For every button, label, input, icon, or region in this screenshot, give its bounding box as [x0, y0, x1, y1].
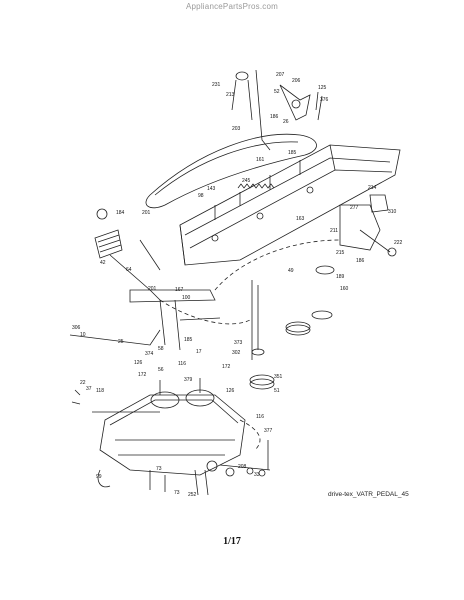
part-label: 214 — [368, 185, 377, 191]
part-label: 116 — [256, 414, 264, 420]
part-label: 125 — [318, 85, 327, 91]
part-label: 37 — [86, 386, 92, 392]
part-label: 160 — [340, 286, 349, 292]
shift-lever-assembly — [231, 69, 323, 151]
site-watermark: AppliancePartsPros.com — [186, 2, 278, 11]
part-label: 310 — [388, 209, 397, 215]
part-label: 211 — [330, 228, 338, 234]
part-label: 33 — [254, 472, 260, 478]
part-label: 231 — [212, 82, 221, 88]
part-label: 373 — [234, 340, 243, 346]
part-label: 58 — [158, 346, 164, 352]
part-label: 172 — [222, 364, 231, 370]
part-label: 189 — [336, 274, 345, 280]
part-label: 203 — [232, 126, 241, 132]
part-label: 172 — [138, 372, 147, 378]
part-label: 207 — [276, 72, 285, 78]
part-label: 222 — [394, 240, 403, 246]
part-label: 213 — [226, 92, 235, 98]
part-label: 351 — [274, 374, 283, 380]
part-label: 302 — [232, 350, 241, 356]
part-label: 252 — [188, 492, 197, 498]
part-label: 245 — [242, 178, 251, 184]
part-label: 118 — [96, 388, 104, 394]
part-label: 163 — [296, 216, 305, 222]
part-label: 73 — [174, 490, 180, 496]
part-label: 379 — [184, 377, 193, 383]
part-label: 51 — [274, 388, 280, 394]
part-label: 186 — [356, 258, 365, 264]
part-label: 206 — [292, 78, 301, 84]
part-label: 186 — [270, 114, 279, 120]
page-number: 1/17 — [223, 536, 241, 547]
part-label: 208 — [238, 464, 247, 470]
part-label: 277 — [350, 205, 359, 211]
part-label: 17 — [196, 349, 202, 355]
part-label: 201 — [148, 286, 157, 292]
belt-routing-line — [239, 419, 261, 451]
axle-hardware — [71, 389, 269, 477]
part-label: 185 — [184, 337, 193, 343]
part-label: 52 — [274, 89, 280, 95]
diagram-caption: drive-tex_VATR_PEDAL_45 — [328, 491, 409, 498]
tension-spring — [237, 183, 275, 189]
transaxle-assembly — [92, 378, 271, 496]
part-label: 25 — [118, 339, 124, 345]
part-label: 49 — [288, 268, 294, 274]
part-label: 377 — [264, 428, 273, 434]
part-label: 126 — [226, 388, 235, 394]
part-label: 374 — [145, 351, 154, 357]
part-label: 99 — [96, 474, 102, 480]
part-label: 161 — [256, 157, 265, 163]
part-label: 56 — [158, 367, 164, 373]
part-label: 143 — [207, 186, 216, 192]
idler-pulley-stack — [249, 265, 335, 390]
pedal-linkage — [69, 239, 341, 351]
part-label: 126 — [134, 360, 143, 366]
tractor-frame — [179, 144, 401, 266]
part-label: 215 — [336, 250, 345, 256]
part-label: 167 — [175, 287, 184, 293]
part-label: 100 — [182, 295, 191, 301]
part-label: 185 — [288, 150, 297, 156]
part-label: 116 — [178, 361, 186, 367]
part-label: 306 — [72, 325, 81, 331]
part-label: 201 — [142, 210, 151, 216]
part-label: 376 — [320, 97, 329, 103]
part-label: 42 — [100, 260, 106, 266]
drive-belt — [145, 133, 317, 209]
part-label: 184 — [116, 210, 125, 216]
part-label: 10 — [80, 332, 86, 338]
rear-bracket — [339, 194, 397, 257]
part-label: 73 — [156, 466, 162, 472]
part-label: 64 — [126, 267, 132, 273]
part-label: 26 — [283, 119, 289, 125]
part-label: 98 — [198, 193, 204, 199]
part-label: 22 — [80, 380, 86, 386]
part-number-labels: 231 213 207 206 52 125 376 186 26 203 18… — [72, 72, 403, 498]
